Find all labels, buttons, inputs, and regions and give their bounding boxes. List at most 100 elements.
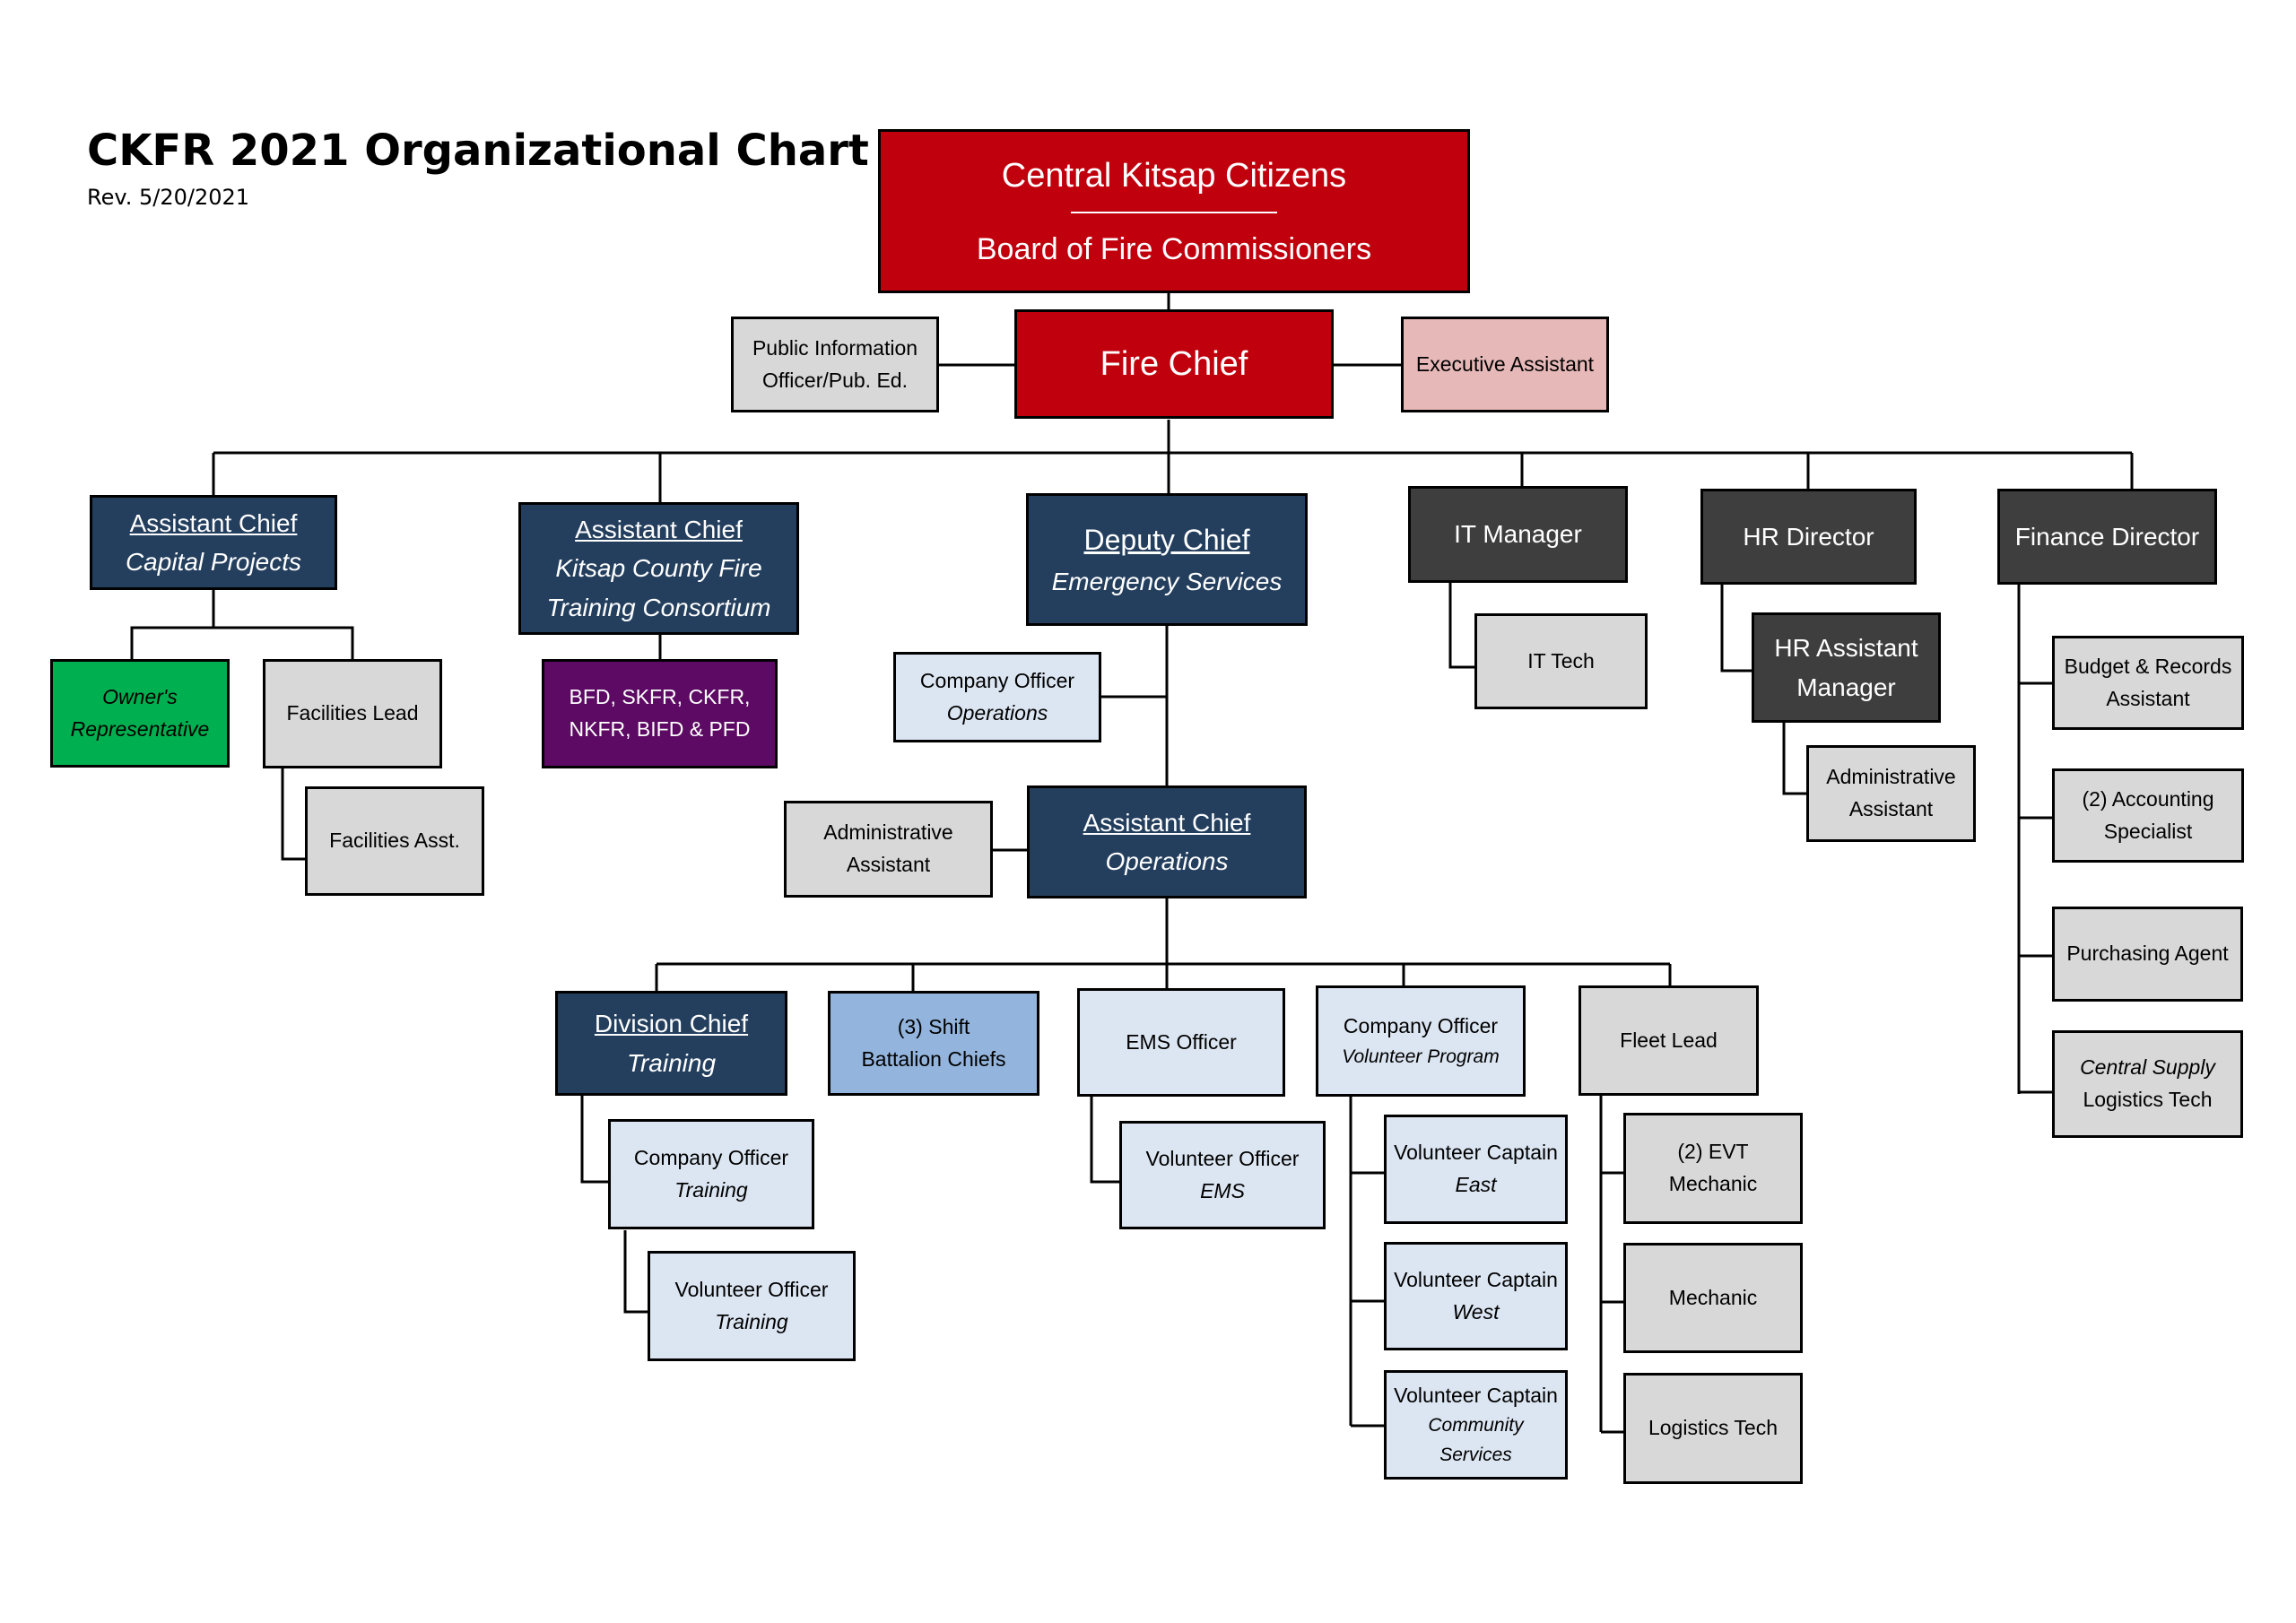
company-officer-ops-line1: Company Officer — [919, 668, 1075, 692]
volunteer-captain-west-line2: West — [1452, 1299, 1500, 1324]
volunteer-captain-community-line2: Community Services — [1428, 1415, 1524, 1465]
ac-operations-box: Assistant Chief Operations — [1027, 785, 1307, 898]
pio-line2: Officer/Pub. Ed. — [762, 368, 908, 392]
budget-records-assistant-box: Budget & Records Assistant — [2052, 636, 2244, 730]
mechanic-label: Mechanic — [1668, 1285, 1758, 1309]
battalion-chiefs-line1: (3) Shift — [897, 1014, 970, 1038]
finance-director-box: Finance Director — [1997, 489, 2217, 585]
public-information-officer-box: Public Information Officer/Pub. Ed. — [731, 317, 939, 412]
volunteer-captain-east-box: Volunteer Captain East — [1384, 1115, 1568, 1224]
fire-chief-box: Fire Chief — [1014, 309, 1334, 419]
volunteer-officer-ems-line2: EMS — [1200, 1178, 1245, 1202]
ac-capital-projects-subtitle: Capital Projects — [125, 548, 302, 576]
ops-administrative-assistant-box: Administrative Assistant — [784, 801, 993, 898]
executive-assistant-box: Executive Assistant — [1401, 317, 1609, 412]
owners-rep-line2: Representative — [70, 716, 210, 741]
battalion-chiefs-box: (3) Shift Battalion Chiefs — [828, 991, 1039, 1096]
logistics-tech-label: Logistics Tech — [1648, 1416, 1779, 1440]
volunteer-captain-west-box: Volunteer Captain West — [1384, 1242, 1568, 1350]
it-tech-label: IT Tech — [1527, 648, 1595, 673]
it-manager-box: IT Manager — [1408, 486, 1628, 583]
deputy-chief-title: Deputy Chief — [1083, 523, 1250, 556]
battalion-chiefs-line2: Battalion Chiefs — [861, 1046, 1006, 1071]
purchasing-agent-label: Purchasing Agent — [2066, 942, 2229, 966]
division-chief-subtitle: Training — [626, 1048, 717, 1077]
owners-rep-line1: Owner's — [102, 684, 178, 708]
pio-line1: Public Information — [752, 335, 918, 360]
ems-officer-label: EMS Officer — [1126, 1029, 1237, 1054]
facilities-lead-label: Facilities Lead — [286, 701, 419, 725]
hr-assistant-manager-box: HR Assistant Manager — [1752, 612, 1941, 723]
ac-operations-subtitle: Operations — [1105, 847, 1229, 875]
volunteer-officer-ems-line1: Volunteer Officer — [1145, 1146, 1300, 1170]
board-divider — [1071, 211, 1277, 213]
facilities-asst-label: Facilities Asst. — [329, 829, 460, 853]
ac-training-consortium-title: Assistant Chief — [575, 515, 743, 543]
volunteer-officer-training-line2: Training — [715, 1309, 788, 1333]
evt-mechanic-label: (2) EVT Mechanic — [1668, 1140, 1758, 1195]
hr-director-label: HR Director — [1743, 522, 1874, 551]
it-tech-box: IT Tech — [1474, 613, 1648, 709]
fleet-lead-box: Fleet Lead — [1578, 985, 1759, 1096]
volunteer-officer-ems-box: Volunteer Officer EMS — [1119, 1121, 1326, 1229]
central-supply-line1: Central Supply — [2080, 1055, 2215, 1080]
fire-chief-label: Fire Chief — [1100, 344, 1248, 383]
volunteer-program-line2: Volunteer Program — [1342, 1046, 1500, 1067]
ac-operations-title: Assistant Chief — [1083, 808, 1251, 837]
hr-admin-assistant-line1: Administrative — [1826, 765, 1956, 789]
ac-training-consortium-sub1: Kitsap County Fire — [555, 554, 762, 583]
purchasing-agent-box: Purchasing Agent — [2052, 907, 2243, 1002]
consortium-members-box: BFD, SKFR, CKFR, NKFR, BIFD & PFD — [542, 659, 778, 768]
division-chief-training-box: Division Chief Training — [555, 991, 787, 1096]
budget-records-line2: Assistant — [2106, 686, 2190, 710]
deputy-chief-box: Deputy Chief Emergency Services — [1026, 493, 1308, 626]
finance-director-label: Finance Director — [2014, 522, 2200, 551]
executive-assistant-label: Executive Assistant — [1415, 352, 1595, 376]
company-officer-operations-box: Company Officer Operations — [893, 652, 1101, 742]
fleet-lead-label: Fleet Lead — [1620, 1028, 1718, 1052]
hr-assistant-manager-line2: Manager — [1796, 673, 1896, 701]
citizens-label: Central Kitsap Citizens — [1001, 156, 1347, 195]
volunteer-program-line1: Company Officer — [1343, 1013, 1499, 1037]
company-officer-training-line1: Company Officer — [633, 1145, 789, 1169]
company-officer-training-line2: Training — [674, 1177, 748, 1202]
volunteer-captain-community-services-box: Volunteer Captain Community Services — [1384, 1370, 1568, 1480]
owners-representative-box: Owner's Representative — [50, 659, 230, 768]
ac-training-consortium-box: Assistant Chief Kitsap County Fire Train… — [518, 502, 799, 635]
company-officer-training-box: Company Officer Training — [608, 1119, 814, 1229]
division-chief-title: Division Chief — [594, 1010, 749, 1038]
hr-admin-assistant-line2: Assistant — [1848, 797, 1934, 820]
facilities-asst-box: Facilities Asst. — [305, 786, 484, 896]
central-supply-logistics-tech-box: Central Supply Logistics Tech — [2052, 1030, 2243, 1138]
consortium-members-line2: NKFR, BIFD & PFD — [569, 717, 751, 741]
volunteer-captain-community-line1: Volunteer Captain — [1394, 1383, 1558, 1407]
logistics-tech-box: Logistics Tech — [1623, 1373, 1803, 1484]
company-officer-ops-line2: Operations — [946, 700, 1048, 725]
accounting-specialist-box: (2) Accounting Specialist — [2052, 768, 2244, 863]
deputy-chief-subtitle: Emergency Services — [1051, 568, 1283, 596]
accounting-specialist-line2: Specialist — [2103, 819, 2193, 843]
volunteer-officer-training-line1: Volunteer Officer — [674, 1277, 829, 1301]
volunteer-captain-west-line1: Volunteer Captain — [1394, 1267, 1558, 1291]
chart-title: CKFR 2021 Organizational Chart — [87, 126, 869, 176]
hr-assistant-manager-line1: HR Assistant — [1774, 634, 1918, 663]
ac-capital-projects-box: Assistant Chief Capital Projects — [90, 495, 337, 590]
ops-admin-assistant-line2: Assistant — [846, 853, 931, 876]
hr-administrative-assistant-box: Administrative Assistant — [1806, 745, 1976, 842]
evt-mechanic-box: (2) EVT Mechanic — [1623, 1113, 1803, 1224]
accounting-specialist-line1: (2) Accounting — [2082, 786, 2214, 811]
facilities-lead-box: Facilities Lead — [263, 659, 442, 768]
ac-training-consortium-sub2: Training Consortium — [546, 593, 771, 621]
ops-admin-assistant-line1: Administrative — [823, 820, 953, 845]
volunteer-captain-east-line2: East — [1455, 1173, 1497, 1196]
it-manager-label: IT Manager — [1454, 520, 1582, 549]
revision-date: Rev. 5/20/2021 — [87, 185, 250, 210]
budget-records-line1: Budget & Records — [2064, 654, 2232, 678]
hr-director-box: HR Director — [1700, 489, 1917, 585]
board-of-fire-commissioners-box: Central Kitsap Citizens Board of Fire Co… — [878, 129, 1470, 293]
board-label: Board of Fire Commissioners — [976, 231, 1372, 266]
volunteer-captain-east-line1: Volunteer Captain — [1394, 1141, 1558, 1165]
company-officer-volunteer-program-box: Company Officer Volunteer Program — [1316, 985, 1526, 1097]
mechanic-box: Mechanic — [1623, 1243, 1803, 1353]
